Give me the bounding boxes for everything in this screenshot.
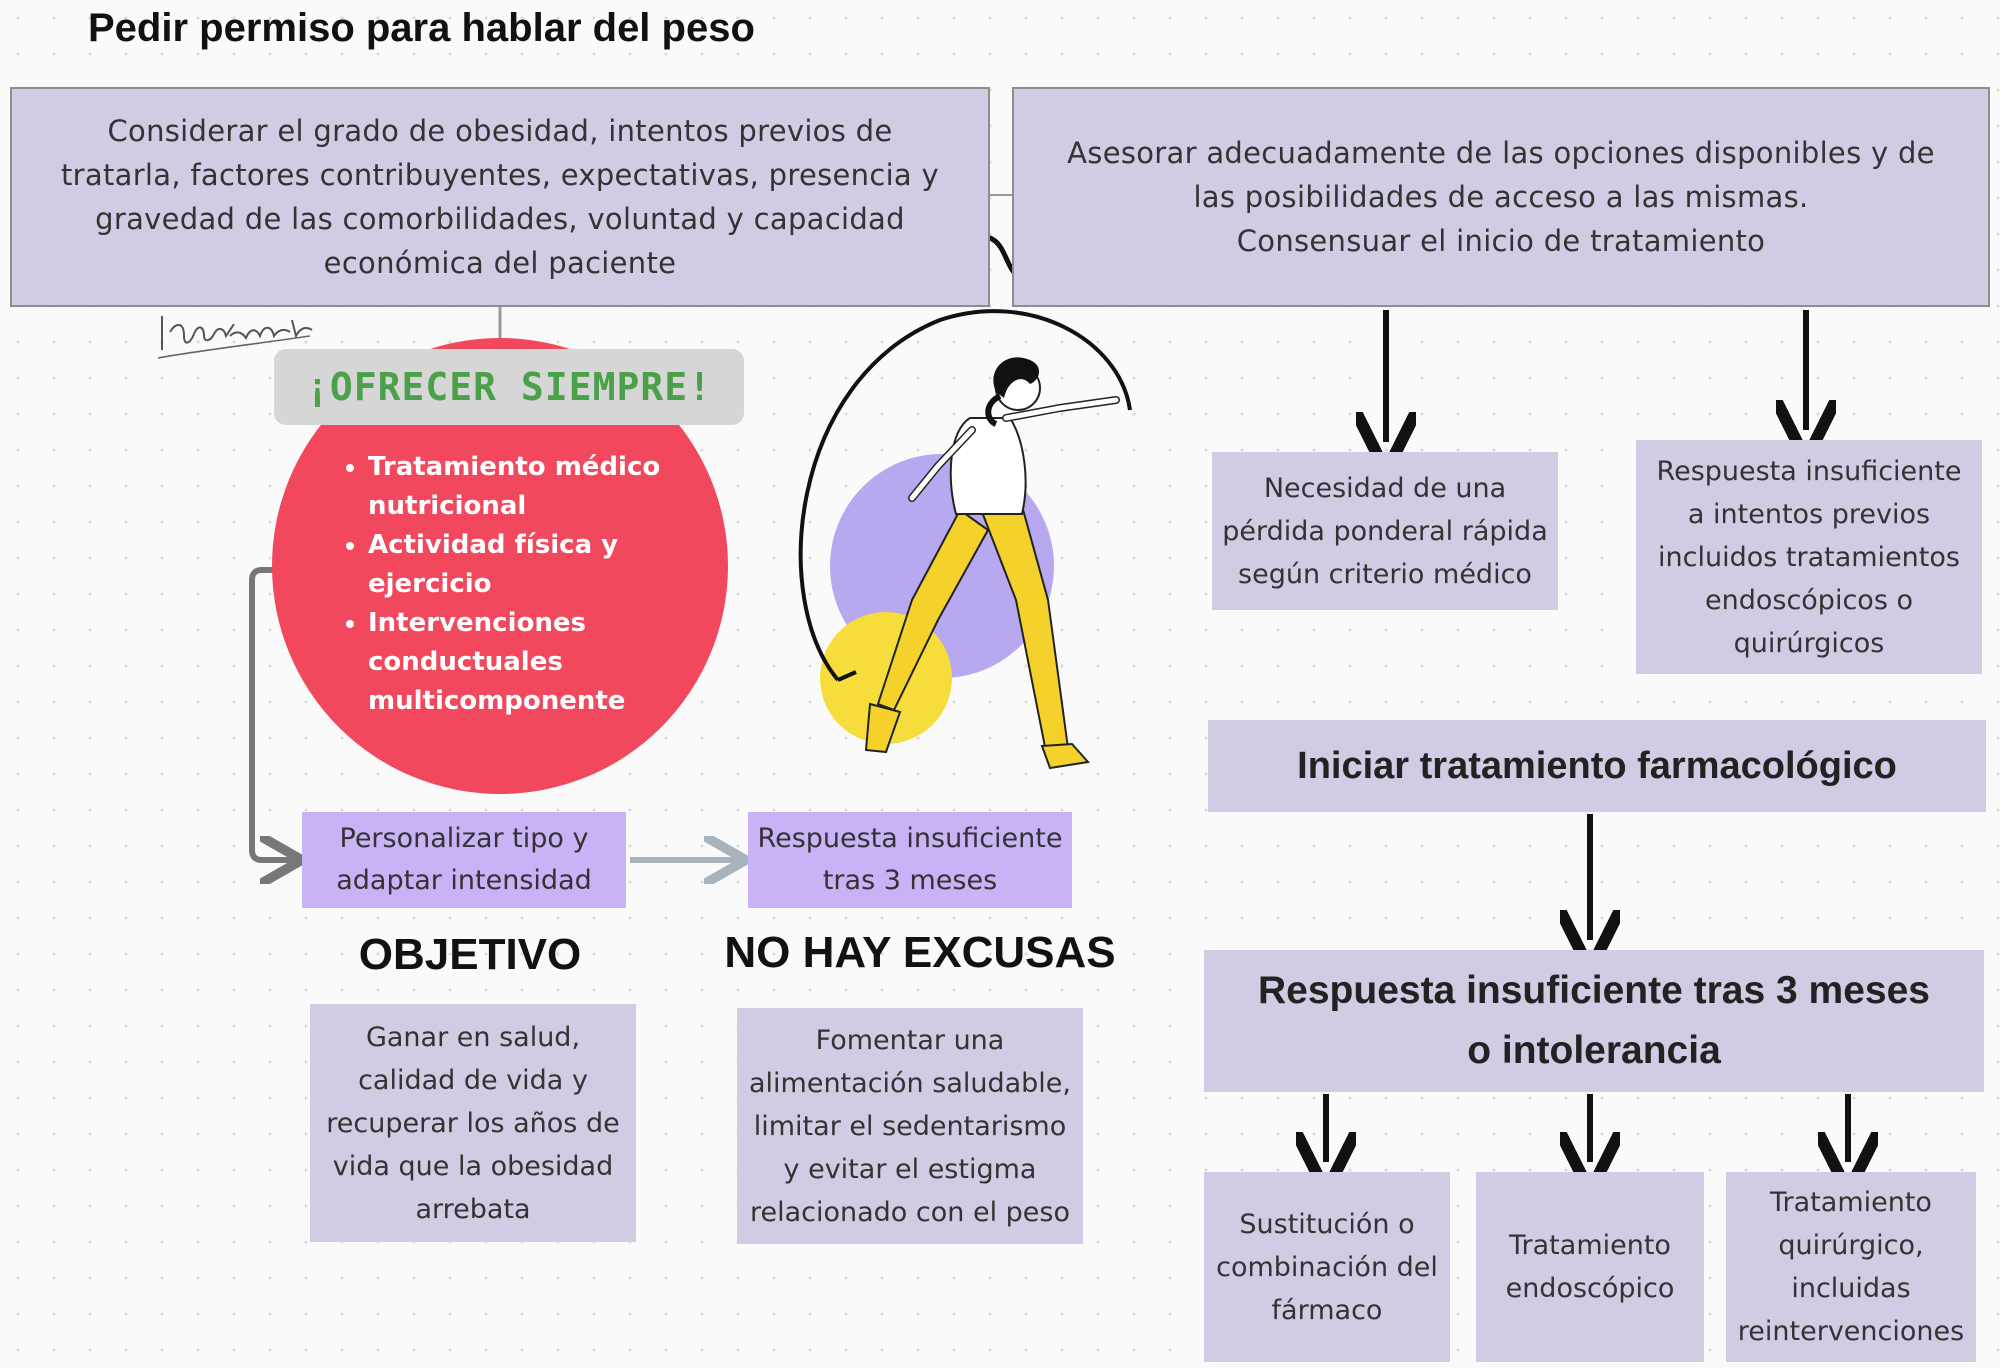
start-pharmacological-box: Iniciar tratamiento farmacológico: [1208, 720, 1986, 812]
no-excuses-text: Fomentar una alimentación saludable, lim…: [748, 1024, 1071, 1228]
surgical-treatment-box: Tratamiento quirúrgico, incluidas reinte…: [1726, 1172, 1976, 1362]
handwritten-scribble-icon: [157, 316, 313, 359]
drug-substitution-text: Sustitución o combinación del fármaco: [1216, 1208, 1438, 1326]
no-excuses-heading: NO HAY EXCUSAS: [724, 928, 1116, 977]
objective-box: Ganar en salud, calidad de vida y recupe…: [310, 1004, 636, 1242]
no-excuses-box: Fomentar una alimentación saludable, lim…: [737, 1008, 1083, 1244]
start-pharmacological-text: Iniciar tratamiento farmacológico: [1297, 744, 1897, 787]
offer-heading: ¡OFRECER SIEMPRE!: [274, 349, 744, 425]
endoscopic-treatment-box: Tratamiento endoscópico: [1476, 1172, 1704, 1362]
assessment-box: Considerar el grado de obesidad, intento…: [10, 87, 990, 307]
page-title: Pedir permiso para hablar del peso: [88, 6, 755, 50]
objective-text: Ganar en salud, calidad de vida y recupe…: [326, 1021, 620, 1225]
elbow-arrow: [249, 567, 296, 860]
surgical-treatment-text: Tratamiento quirúrgico, incluidas reinte…: [1737, 1187, 1965, 1347]
rapid-weight-loss-text: Necesidad de una pérdida ponderal rápida…: [1222, 472, 1548, 590]
advice-text: Asesorar adecuadamente de las opciones d…: [1067, 136, 1935, 258]
prior-attempts-box: Respuesta insuficiente a intentos previo…: [1636, 440, 1982, 674]
insufficient-or-intolerance-box: Respuesta insuficiente tras 3 meses o in…: [1204, 950, 1984, 1092]
objective-heading: OBJETIVO: [358, 930, 582, 979]
offer-item: Tratamiento médico nutricional: [368, 448, 708, 526]
offer-item: Actividad física y ejercicio: [368, 526, 708, 604]
rapid-weight-loss-box: Necesidad de una pérdida ponderal rápida…: [1212, 452, 1558, 610]
advice-box: Asesorar adecuadamente de las opciones d…: [1012, 87, 1990, 307]
insufficient-response-3m-text: Respuesta insuficiente tras 3 meses: [757, 823, 1063, 896]
exercise-woman-illustration: [798, 309, 1132, 770]
personalize-box: Personalizar tipo y adaptar intensidad: [302, 812, 626, 908]
prior-attempts-text: Respuesta insuficiente a intentos previo…: [1656, 455, 1962, 659]
endoscopic-treatment-text: Tratamiento endoscópico: [1505, 1230, 1675, 1304]
drug-substitution-box: Sustitución o combinación del fármaco: [1204, 1172, 1450, 1362]
assessment-text: Considerar el grado de obesidad, intento…: [61, 114, 939, 280]
personalize-text: Personalizar tipo y adaptar intensidad: [336, 823, 592, 896]
offer-item: Intervenciones conductuales multicompone…: [368, 604, 708, 721]
insufficient-response-3m-box: Respuesta insuficiente tras 3 meses: [748, 812, 1072, 908]
insufficient-or-intolerance-text: Respuesta insuficiente tras 3 meses o in…: [1258, 969, 1930, 1072]
offer-list: Tratamiento médico nutricional Actividad…: [340, 448, 708, 721]
